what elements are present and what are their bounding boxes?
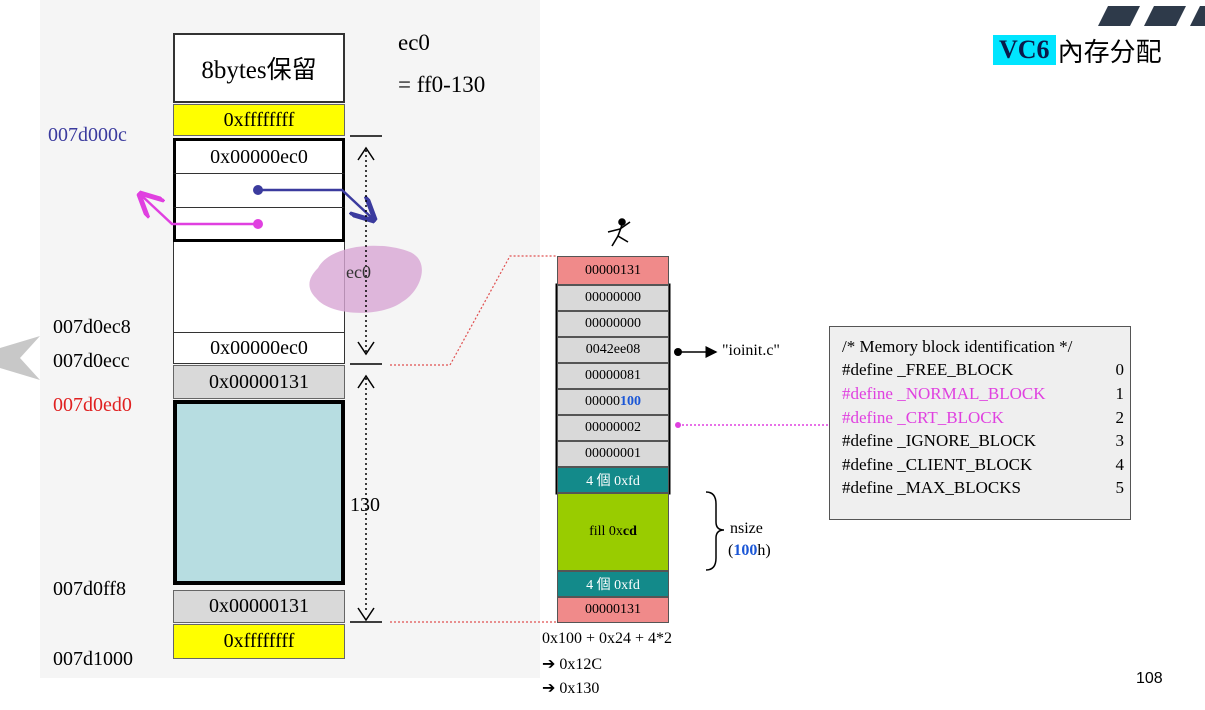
allocated-body-block xyxy=(173,400,345,585)
define-row: #define _NORMAL_BLOCK 1 xyxy=(842,382,1130,406)
calc-line1: 0x100 + 0x24 + 4*2 xyxy=(542,630,673,647)
prev-link-arrow xyxy=(142,196,258,226)
reserved-header-cell: 8bytes保留 xyxy=(173,33,345,103)
defines-box: /* Memory block identification */ #defin… xyxy=(829,326,1131,520)
define-name: #define _MAX_BLOCKS xyxy=(842,478,1021,498)
next-link-arrow xyxy=(258,188,372,218)
mem-cell: 0042ee08 xyxy=(557,337,669,363)
size-prefix: 00000 xyxy=(585,394,620,409)
stick-figure-icon xyxy=(607,218,631,247)
address-label: 007d0ecc xyxy=(53,350,130,372)
arrow-icon: ➔ xyxy=(542,680,556,697)
back-chevron xyxy=(0,336,40,380)
define-row: #define _FREE_BLOCK 0 xyxy=(842,359,1130,383)
size-emph: 100 xyxy=(620,394,641,409)
allocated-footer-cell: 0x00000131 xyxy=(173,590,345,623)
calc-line3-text: 0x130 xyxy=(559,680,600,697)
nsize-label: nsize xyxy=(730,520,763,537)
mem-cell: 00000000 xyxy=(557,285,669,311)
size-label-130: 130 xyxy=(350,494,380,517)
defines-comment: /* Memory block identification */ xyxy=(842,336,1073,356)
define-name: #define _CLIENT_BLOCK xyxy=(842,454,1033,474)
address-label: 007d0ed0 xyxy=(53,394,132,416)
title-prefix: VC6 xyxy=(993,35,1056,65)
ec0-note-line2: = ff0-130 xyxy=(398,72,486,97)
mem-cell: 00000000 xyxy=(557,311,669,337)
ec0-note-line1: ec0 xyxy=(398,30,430,55)
calc-line2-text: 0x12C xyxy=(559,656,603,673)
define-row: #define _CLIENT_BLOCK 4 xyxy=(842,453,1130,477)
title-text: 內存分配 xyxy=(1057,36,1162,67)
mem-cell-guard: 4 個 0xfd xyxy=(557,467,669,493)
mem-cell-guard: 4 個 0xfd xyxy=(557,571,669,597)
define-row: #define _CRT_BLOCK 2 xyxy=(842,406,1130,430)
address-label: 007d0ec8 xyxy=(53,316,131,338)
calc-line3: ➔ 0x130 xyxy=(542,678,599,698)
address-label: 007d000c xyxy=(48,124,127,146)
arrow-icon: ➔ xyxy=(542,656,556,673)
define-value: 4 xyxy=(1115,454,1125,474)
next-link-dot xyxy=(253,185,263,195)
allocated-header-cell: 0x00000131 xyxy=(173,365,345,399)
fill-emph: cd xyxy=(622,524,637,539)
ioinit-label: "ioinit.c" xyxy=(722,342,780,359)
ec0-blob xyxy=(309,245,422,313)
define-name: #define _NORMAL_BLOCK xyxy=(842,383,1046,403)
mem-cell: 00000131 xyxy=(557,256,669,285)
prev-link-dot xyxy=(253,219,263,229)
address-label: 007d1000 xyxy=(53,648,133,670)
nsize-close: h) xyxy=(757,542,771,559)
define-name: #define _IGNORE_BLOCK xyxy=(842,431,1037,451)
define-value: 3 xyxy=(1115,431,1125,451)
cookie-cell-top: 0xffffffff xyxy=(173,104,345,136)
define-name: #define _CRT_BLOCK xyxy=(842,407,1004,427)
mem-cell: 00000001 xyxy=(557,441,669,467)
nsize-emph: 100 xyxy=(733,542,758,559)
blob-label-ec0: ec0 xyxy=(346,262,371,282)
define-row: #define _IGNORE_BLOCK 3 xyxy=(842,429,1130,453)
define-value: 1 xyxy=(1115,383,1125,403)
define-name: #define _FREE_BLOCK xyxy=(842,360,1014,380)
cookie-cell-bottom: 0xffffffff xyxy=(173,624,345,659)
mem-cell: 00000081 xyxy=(557,363,669,389)
header-size-cell: 0x00000ec0 xyxy=(173,138,345,174)
fill-prefix: fill 0x xyxy=(589,524,623,539)
footer-size-cell: 0x00000ec0 xyxy=(173,332,345,364)
address-label: 007d0ff8 xyxy=(53,578,126,600)
calc-line2: ➔ 0x12C xyxy=(542,654,602,674)
mem-cell: 00000131 xyxy=(557,597,669,623)
define-value: 2 xyxy=(1115,407,1125,427)
page-number: 108 xyxy=(1136,670,1163,687)
define-value: 5 xyxy=(1115,478,1125,498)
define-value: 0 xyxy=(1115,360,1125,380)
mem-cell: 00000002 xyxy=(557,415,669,441)
define-row: #define _MAX_BLOCKS 5 xyxy=(842,477,1130,501)
nsize-brace xyxy=(705,491,725,571)
nsize-value: (100h) xyxy=(728,542,771,560)
nsize-open: ( xyxy=(728,542,734,559)
